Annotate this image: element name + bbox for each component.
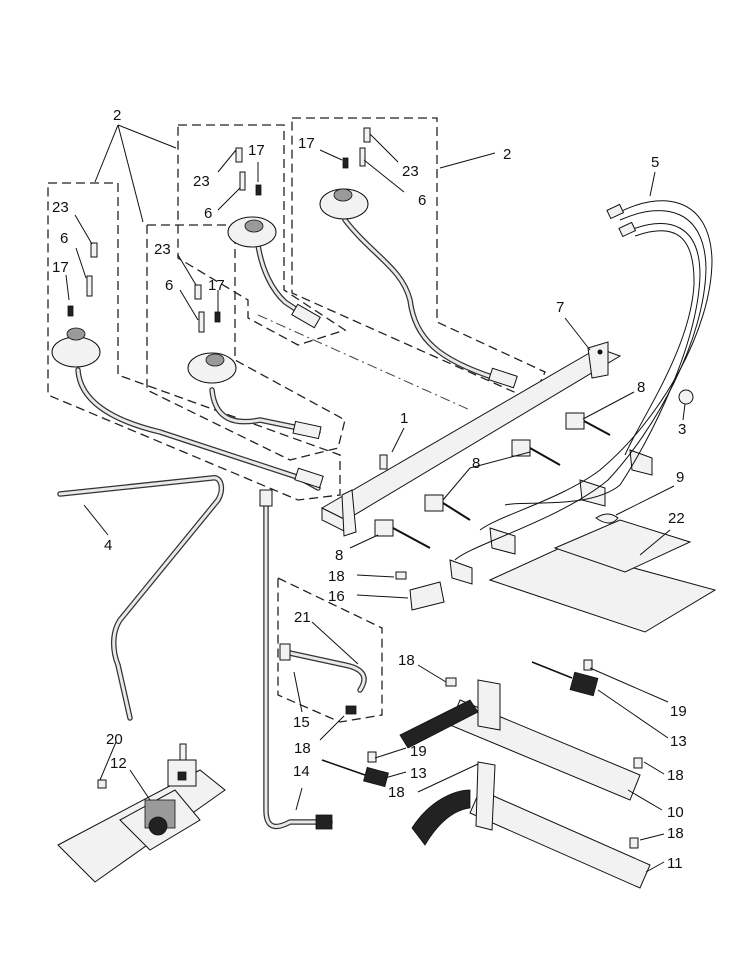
callout-16: 16 [328,588,345,605]
callout-12: 12 [110,755,127,772]
callout-labels: 2 2 23 17 6 17 23 6 5 23 6 17 23 6 17 7 … [52,107,687,872]
broil-burner [411,757,651,889]
callout-6: 6 [204,205,212,222]
callout-10: 10 [667,804,684,821]
callout-19: 19 [670,703,687,720]
callout-2: 2 [503,146,511,163]
regulator-assembly [57,743,226,883]
wiring-harness [454,200,713,561]
callout-17: 17 [248,142,265,159]
supply-tube [57,475,225,721]
callout-6: 6 [165,277,173,294]
manifold-rail [320,341,622,537]
callout-14: 14 [293,763,310,780]
callout-5: 5 [651,154,659,171]
callout-17: 17 [52,259,69,276]
callout-8: 8 [335,547,343,564]
callout-15: 15 [293,714,310,731]
leader-lines [65,124,686,873]
callout-18: 18 [294,740,311,757]
bracket [409,581,445,611]
screw-18a [395,571,407,580]
gas-tubes [75,217,518,491]
callout-6: 6 [418,192,426,209]
callout-8: 8 [472,455,480,472]
callout-7: 7 [556,299,564,316]
callout-13: 13 [410,765,427,782]
callout-11: 11 [667,855,683,872]
callout-1: 1 [400,410,408,427]
callout-18: 18 [328,568,345,585]
callout-17: 17 [298,135,315,152]
regulator-tube [259,489,333,830]
callout-22: 22 [668,510,685,527]
heat-shield [488,513,717,633]
burner-bases [51,127,371,384]
callout-8: 8 [637,379,645,396]
elbow-tube [279,643,367,715]
callout-20: 20 [106,731,123,748]
callout-19: 19 [410,743,427,760]
callout-6: 6 [60,230,68,247]
callout-18: 18 [667,767,684,784]
callout-18: 18 [667,825,684,842]
callout-23: 23 [402,163,419,180]
callout-18: 18 [388,784,405,801]
callout-18: 18 [398,652,415,669]
callout-13: 13 [670,733,687,750]
burner-valves [374,389,694,585]
oven-burner [399,659,641,801]
callout-3: 3 [678,421,686,438]
callout-21: 21 [294,609,311,626]
callout-23: 23 [52,199,69,216]
callout-2: 2 [113,107,121,124]
callout-17: 17 [208,277,225,294]
callout-23: 23 [193,173,210,190]
callout-4: 4 [104,537,112,554]
igniter-lower [321,751,389,788]
callout-23: 23 [154,241,171,258]
callout-9: 9 [676,469,684,486]
